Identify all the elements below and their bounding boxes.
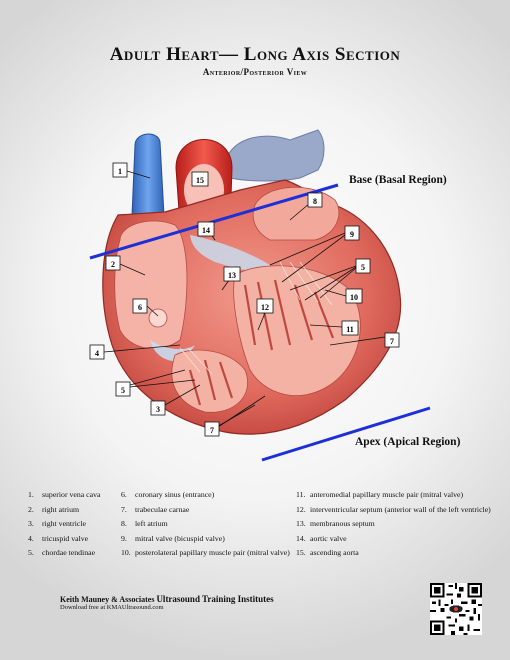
- legend-column-3: 11.anteromedial papillary muscle pair (m…: [296, 488, 491, 561]
- callout-10: 10: [345, 288, 363, 304]
- legend-item: 4.tricuspid valve: [28, 533, 89, 543]
- callout-12: 12: [256, 298, 274, 314]
- base-region-label: Base (Basal Region): [349, 174, 447, 186]
- callout-3: 3: [150, 400, 166, 416]
- legend-item: 12.interventricular septum (anterior wal…: [296, 504, 491, 514]
- left-atrium-chamber: [252, 186, 340, 241]
- legend-item: 7.trabeculae carnae: [121, 504, 190, 514]
- svg-text:10: 10: [350, 293, 358, 302]
- legend-item: 13.membranous septum: [296, 519, 375, 529]
- callout-5-right: 5: [355, 258, 371, 274]
- callout-9: 9: [344, 225, 360, 241]
- legend-item: 1.superior vena cava: [28, 490, 101, 499]
- septal-junction-tissue: [190, 235, 270, 271]
- svg-text:15: 15: [196, 176, 204, 185]
- callout-8: 8: [307, 192, 323, 208]
- callout-6: 6: [132, 298, 148, 314]
- callout-13: 13: [223, 266, 241, 282]
- callout-5-left: 5: [115, 381, 131, 397]
- footer-credit: Keith Mauney & Associates Ultrasound Tra…: [60, 594, 274, 604]
- footer-download-note: Download free at KMAUltrasound.com: [60, 604, 164, 611]
- chordae-tendinae: [179, 261, 333, 375]
- callout-7-right: 7: [384, 332, 400, 348]
- svg-text:2: 2: [111, 260, 115, 269]
- legend-column-2: 6.coronary sinus (entrance) 7.trabeculae…: [121, 488, 290, 561]
- svg-text:9: 9: [350, 230, 354, 239]
- callout-4: 4: [89, 344, 105, 360]
- svg-text:14: 14: [202, 226, 210, 235]
- svg-text:6: 6: [138, 303, 142, 312]
- svg-text:3: 3: [156, 405, 160, 414]
- legend-item: 5.chordae tendinae: [28, 548, 96, 558]
- callout-1: 1: [112, 162, 128, 178]
- svg-text:5: 5: [361, 263, 365, 272]
- legend-item: 3.right ventricle: [28, 519, 86, 529]
- svg-text:1: 1: [118, 167, 122, 176]
- legend-item: 2.right atrium: [28, 504, 80, 514]
- qr-code-icon: [430, 583, 482, 635]
- callout-15: 15: [191, 171, 209, 187]
- callout-14: 14: [197, 221, 215, 237]
- base-divider-line: [89, 183, 339, 260]
- svg-text:12: 12: [261, 303, 269, 312]
- callout-2: 2: [105, 255, 121, 271]
- footer-institute: Ultrasound Training Institutes: [156, 594, 274, 604]
- legend-item: 11.anteromedial papillary muscle pair (m…: [296, 490, 464, 499]
- legend-item: 10.posterolateral papillary muscle pair …: [121, 548, 290, 558]
- apex-divider-line: [261, 406, 431, 462]
- page-title: Adult Heart— Long Axis Section: [109, 44, 401, 65]
- leader-lines: [103, 170, 386, 430]
- svg-text:4: 4: [95, 349, 99, 358]
- right-atrium-chamber: [114, 220, 188, 349]
- svg-text:13: 13: [228, 271, 236, 280]
- legend-item: 15.ascending aorta: [296, 548, 359, 558]
- apex-region-label: Apex (Apical Region): [355, 436, 461, 448]
- svg-text:11: 11: [346, 325, 354, 334]
- legend-item: 8.left atrium: [121, 519, 168, 529]
- svg-text:7: 7: [210, 426, 214, 435]
- heart-diagram: 1 2 3 4 5 6 7 7 8 9 5 10 11 12 13 14 15: [89, 129, 431, 462]
- footer-company: Keith Mauney & Associates: [60, 595, 155, 604]
- legend-item: 14.aortic valve: [296, 533, 347, 543]
- trabeculae: [188, 279, 335, 406]
- callout-7-bottom: 7: [204, 421, 220, 437]
- superior-vena-cava: [131, 133, 165, 216]
- legend-item: 9.mitral valve (bicuspid valve): [121, 533, 225, 543]
- svg-text:7: 7: [390, 337, 394, 346]
- pulmonary-artery: [224, 129, 325, 182]
- legend-column-1: 1.superior vena cava 2.right atrium 3.ri…: [28, 488, 100, 561]
- svg-text:8: 8: [313, 197, 317, 206]
- coronary-sinus-opening: [148, 308, 168, 328]
- callout-11: 11: [341, 320, 359, 336]
- left-ventricle-cavity: [233, 265, 361, 397]
- qr-eye-logo: [448, 603, 464, 615]
- legend-item: 6.coronary sinus (entrance): [121, 490, 215, 499]
- svg-text:5: 5: [121, 386, 125, 395]
- page-subtitle: Anterior/Posterior View: [202, 67, 308, 77]
